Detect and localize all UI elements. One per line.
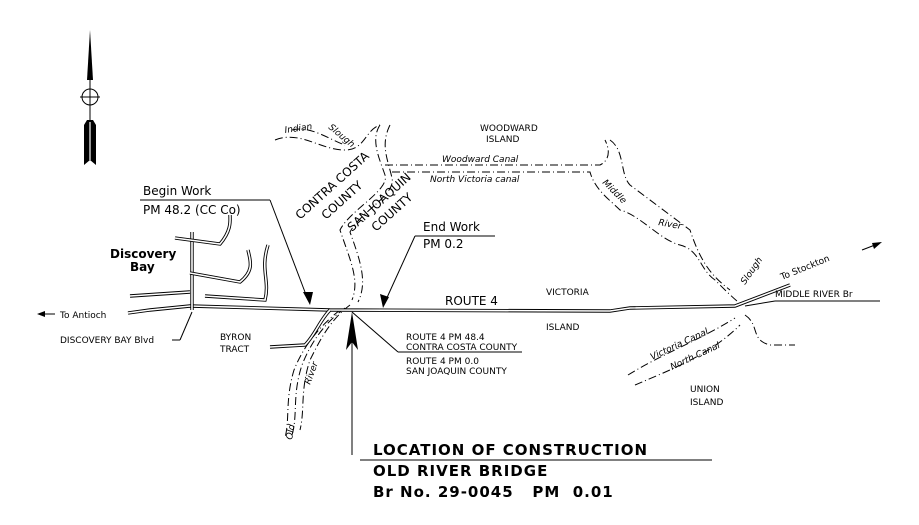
sj-county: SAN JOAQUIN COUNTY — [406, 367, 507, 377]
to-antioch-label: To Antioch — [59, 311, 106, 321]
woodward-island-label: WOODWARD — [480, 124, 538, 134]
title-line-1: LOCATION OF CONSTRUCTION — [373, 441, 648, 459]
byron-tract-label-2: TRACT — [219, 345, 250, 355]
union-island-label: UNION — [690, 385, 720, 395]
cc-route-pm: ROUTE 4 PM 48.4 — [406, 333, 485, 343]
indian-slough-label-2: Slough — [326, 123, 356, 151]
slough-label: Slough — [739, 255, 765, 286]
byron-tract-label: BYRON — [220, 333, 251, 343]
title-line-2: OLD RIVER BRIDGE — [373, 462, 548, 480]
indian-slough-label: Indian — [284, 122, 313, 136]
middle-river-label-2: River — [657, 218, 683, 232]
begin-work-title: Begin Work — [143, 184, 211, 198]
discovery-bay-blvd-label: DISCOVERY BAY Blvd — [60, 336, 154, 346]
end-work-title: End Work — [423, 220, 480, 234]
woodward-island-label-2: ISLAND — [486, 135, 519, 145]
begin-work-pm: PM 48.2 (CC Co) — [143, 203, 241, 217]
middle-river-bridge-label: MIDDLE RIVER Br — [775, 290, 853, 300]
cc-county: CONTRA COSTA COUNTY — [406, 343, 518, 353]
roads — [127, 214, 791, 349]
old-river-label: Old — [285, 423, 298, 440]
to-stockton-label: To Stockton — [778, 254, 831, 283]
waterways — [274, 124, 795, 439]
discovery-bay-label: Discovery — [110, 247, 176, 261]
old-river-label-2: River — [303, 359, 321, 386]
route4-label: ROUTE 4 — [445, 294, 498, 308]
victoria-label: VICTORIA — [546, 288, 590, 298]
sj-route-pm: ROUTE 4 PM 0.0 — [406, 357, 479, 367]
end-work-pm: PM 0.2 — [423, 237, 464, 251]
discovery-bay-label-2: Bay — [130, 260, 155, 274]
north-arrow-icon — [80, 30, 100, 165]
union-island-label-2: ISLAND — [690, 398, 723, 408]
north-victoria-canal-label: North Victoria canal — [430, 175, 520, 185]
leader-lines — [37, 199, 882, 455]
island-label: ISLAND — [546, 323, 579, 333]
middle-river-label: Middle — [600, 178, 628, 206]
woodward-canal-label: Woodward Canal — [442, 155, 519, 165]
title-line-3: Br No. 29-0045 PM 0.01 — [373, 483, 614, 501]
